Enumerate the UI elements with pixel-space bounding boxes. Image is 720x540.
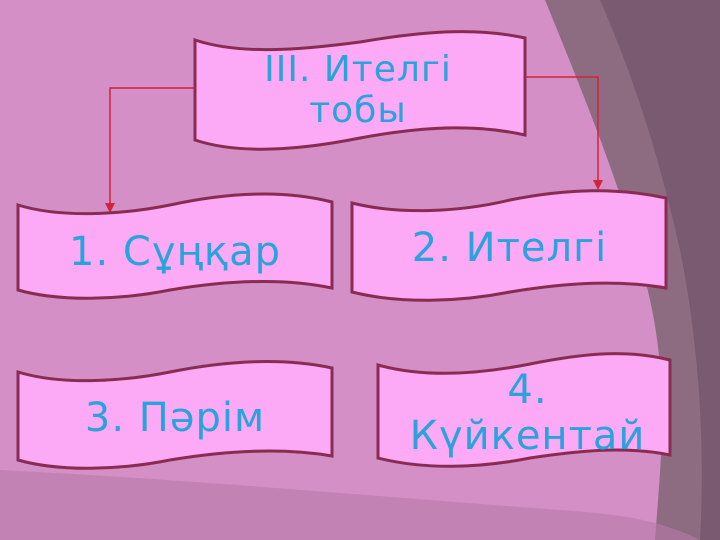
connector-root-to-item-1 [105,87,195,213]
item-box-2 [350,189,668,302]
item-label-4: 4. Күйкентай [409,367,646,459]
item-label-2: 2. Ителгі [411,225,608,271]
item-box-1 [16,192,334,300]
root-box [193,30,527,151]
item-label-1: 1. Сұңқар [69,229,281,275]
connector-root-to-item-2 [522,76,603,190]
item-box-3 [16,360,334,470]
root-label: ІІІ. Ителгі тобы [264,48,452,131]
item-label-3: 3. Пәрім [84,395,266,441]
item-box-4 [376,352,672,468]
